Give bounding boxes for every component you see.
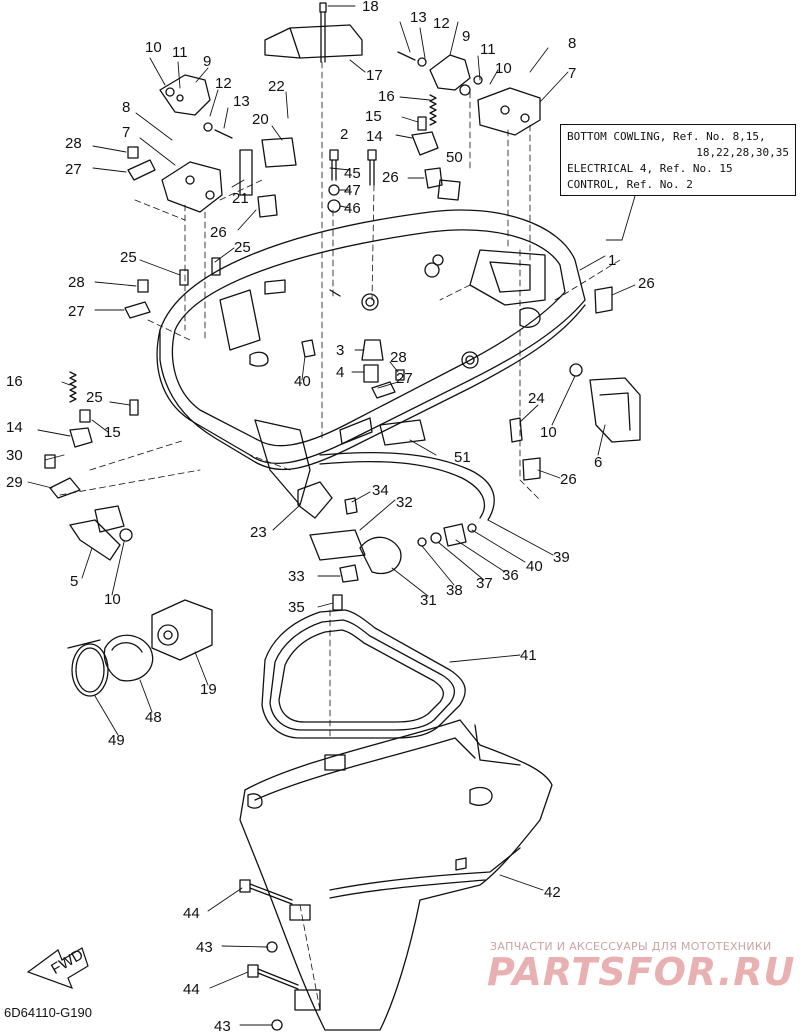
dashed-guides	[59, 61, 621, 1011]
callout-16: 16	[378, 88, 395, 105]
callout-28: 28	[68, 274, 85, 291]
seal-41	[261, 609, 466, 739]
callout-17: 17	[366, 67, 383, 84]
callout-43: 43	[196, 939, 213, 956]
ref-line-4: CONTROL, Ref. No. 2	[567, 178, 693, 191]
callout-6: 6	[594, 454, 602, 471]
callout-26: 26	[210, 224, 227, 241]
lower-apron-42	[239, 719, 553, 1031]
callout-14: 14	[6, 419, 23, 436]
callout-7: 7	[568, 65, 576, 82]
ref-box-leader	[606, 195, 636, 241]
callout-16: 16	[6, 373, 23, 390]
callout-43: 43	[214, 1018, 231, 1035]
callout-1: 1	[608, 252, 616, 269]
callout-2: 2	[340, 126, 348, 143]
callout-13: 13	[410, 9, 427, 26]
callout-27: 27	[396, 370, 413, 387]
callout-8: 8	[568, 35, 576, 52]
callout-13: 13	[233, 93, 250, 110]
callout-34: 34	[372, 482, 389, 499]
callout-10: 10	[540, 424, 557, 441]
callout-44: 44	[183, 905, 200, 922]
callout-51: 51	[454, 449, 471, 466]
bottom-cowling-tray	[156, 209, 586, 506]
callout-10: 10	[495, 60, 512, 77]
callout-47: 47	[344, 182, 361, 199]
callout-25: 25	[120, 249, 137, 266]
callout-31: 31	[420, 592, 437, 609]
callout-22: 22	[268, 78, 285, 95]
callout-41: 41	[520, 647, 537, 664]
watermark-tagline: ЗАПЧАСТИ И АКСЕССУАРЫ ДЛЯ МОТОТЕХНИКИ	[490, 940, 772, 953]
callout-27: 27	[65, 161, 82, 178]
callout-21: 21	[232, 190, 249, 207]
leader-lines	[27, 5, 636, 1026]
callout-4: 4	[336, 364, 344, 381]
callout-11: 11	[172, 44, 188, 61]
callout-labels: 18 17 13 12 9 11 10 8 7 16 15 14 2 50 10…	[6, 0, 655, 1035]
callout-45: 45	[344, 165, 361, 182]
callout-26: 26	[560, 471, 577, 488]
callout-15: 15	[104, 424, 121, 441]
callout-39: 39	[553, 549, 570, 566]
callout-25: 25	[86, 389, 103, 406]
callout-9: 9	[203, 53, 211, 70]
callout-5: 5	[70, 573, 78, 590]
callout-19: 19	[200, 681, 217, 698]
ref-line-2: 18,22,28,30,35	[696, 146, 789, 159]
callout-26: 26	[382, 169, 399, 186]
callout-40: 40	[526, 558, 543, 575]
ref-line-3: ELECTRICAL 4, Ref. No. 15	[567, 162, 733, 175]
callout-49: 49	[108, 732, 125, 749]
fwd-arrow: FWD	[26, 946, 89, 990]
watermark-brand: PARTSFOR.RU	[487, 950, 796, 994]
callout-12: 12	[215, 75, 232, 92]
callout-25: 25	[234, 239, 251, 256]
callout-48: 48	[145, 709, 162, 726]
callout-8: 8	[122, 99, 130, 116]
callout-7: 7	[122, 124, 130, 141]
callout-40: 40	[294, 373, 311, 390]
callout-3: 3	[336, 342, 344, 359]
callout-28: 28	[65, 135, 82, 152]
small-parts	[44, 2, 641, 1031]
callout-10: 10	[145, 39, 162, 56]
callout-30: 30	[6, 447, 23, 464]
callout-50: 50	[446, 149, 463, 166]
callout-38: 38	[446, 582, 463, 599]
callout-26: 26	[638, 275, 655, 292]
callout-46: 46	[344, 200, 361, 217]
callout-24: 24	[528, 390, 545, 407]
callout-42: 42	[544, 884, 561, 901]
callout-44: 44	[183, 981, 200, 998]
callout-33: 33	[288, 568, 305, 585]
callout-37: 37	[476, 575, 493, 592]
callout-35: 35	[288, 599, 305, 616]
callout-10: 10	[104, 591, 121, 608]
callout-27: 27	[68, 303, 85, 320]
callout-18: 18	[362, 0, 379, 15]
callout-28: 28	[390, 349, 407, 366]
callout-20: 20	[252, 111, 269, 128]
callout-11: 11	[480, 41, 496, 58]
callout-14: 14	[366, 128, 383, 145]
diagram-code: 6D64110-G190	[4, 1005, 92, 1020]
callout-32: 32	[396, 494, 413, 511]
reference-note-box: BOTTOM COWLING, Ref. No. 8,15, 18,22,28,…	[560, 124, 796, 196]
callout-36: 36	[502, 567, 519, 584]
callout-29: 29	[6, 474, 23, 491]
callout-15: 15	[365, 108, 382, 125]
callout-12: 12	[433, 15, 450, 32]
ref-line-1: BOTTOM COWLING, Ref. No. 8,15,	[567, 130, 766, 143]
callout-23: 23	[250, 524, 267, 541]
callout-9: 9	[462, 28, 470, 45]
